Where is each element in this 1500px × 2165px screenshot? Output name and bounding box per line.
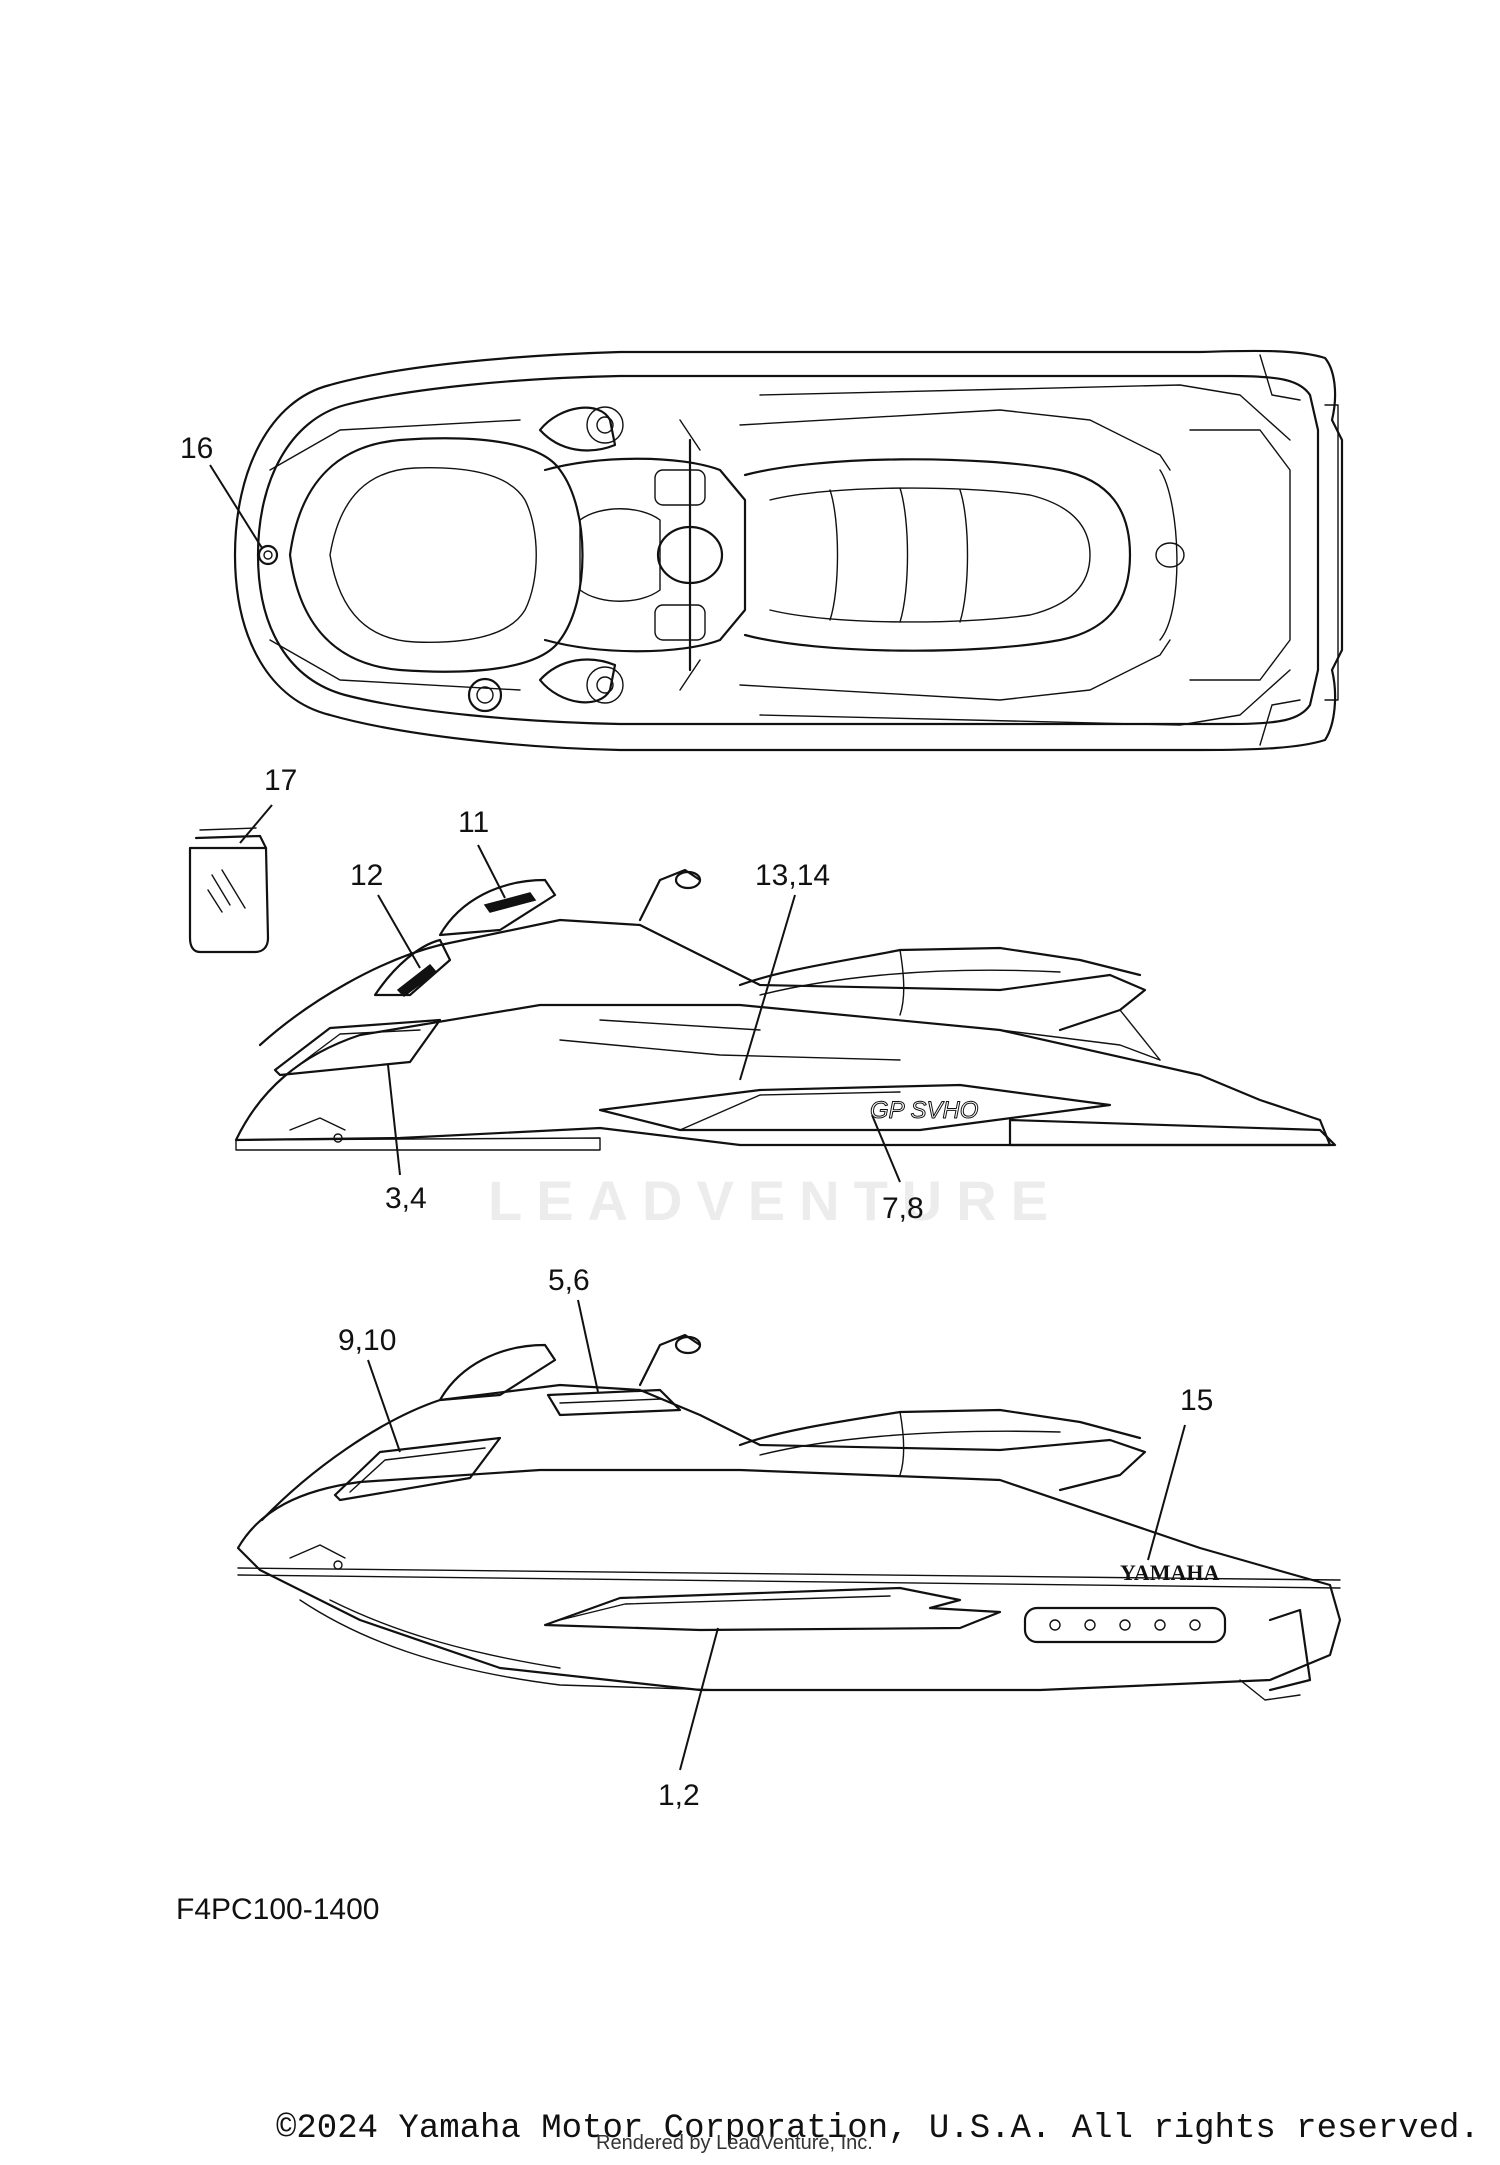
copyright-notice: ©2024 Yamaha Motor Corporation, U.S.A. A… [276, 2110, 1480, 2148]
leader-12 [377, 894, 421, 969]
decal-sheet-17 [188, 827, 270, 954]
leader-16 [209, 464, 263, 549]
callout-7-8[interactable]: 7,8 [882, 1192, 924, 1225]
callout-3-4[interactable]: 3,4 [385, 1182, 427, 1215]
leader-1-2 [679, 1627, 719, 1771]
callout-1-2[interactable]: 1,2 [658, 1779, 700, 1812]
yamaha-decal-text: YAMAHA [1120, 1560, 1220, 1585]
left-side-view-watercraft: GP SVHO [234, 868, 1337, 1151]
callout-5-6[interactable]: 5,6 [548, 1264, 590, 1297]
callout-13-14[interactable]: 13,14 [755, 859, 830, 892]
callout-12[interactable]: 12 [350, 859, 383, 892]
leader-3-4 [387, 1064, 401, 1176]
callout-15[interactable]: 15 [1180, 1384, 1213, 1417]
right-side-view-watercraft: YAMAHA [236, 1333, 1342, 1701]
callout-11[interactable]: 11 [458, 806, 489, 839]
model-decal-text: GP SVHO [870, 1097, 978, 1124]
leader-13-14 [739, 894, 796, 1081]
leader-11 [477, 844, 506, 899]
watermark-text: LEADVENTURE [488, 1169, 1062, 1232]
callout-17[interactable]: 17 [264, 764, 297, 797]
rendered-by-text: Rendered by LeadVenture, Inc. [596, 2132, 873, 2154]
leader-5-6 [577, 1299, 599, 1393]
diagram-id: F4PC100-1400 [176, 1893, 380, 1926]
leader-7-8 [871, 1114, 901, 1183]
callout-16[interactable]: 16 [180, 432, 213, 465]
leader-15 [1147, 1424, 1186, 1561]
callout-9-10[interactable]: 9,10 [338, 1324, 396, 1357]
leader-9-10 [367, 1359, 401, 1453]
leader-17 [239, 804, 273, 844]
top-view-watercraft [233, 349, 1344, 752]
